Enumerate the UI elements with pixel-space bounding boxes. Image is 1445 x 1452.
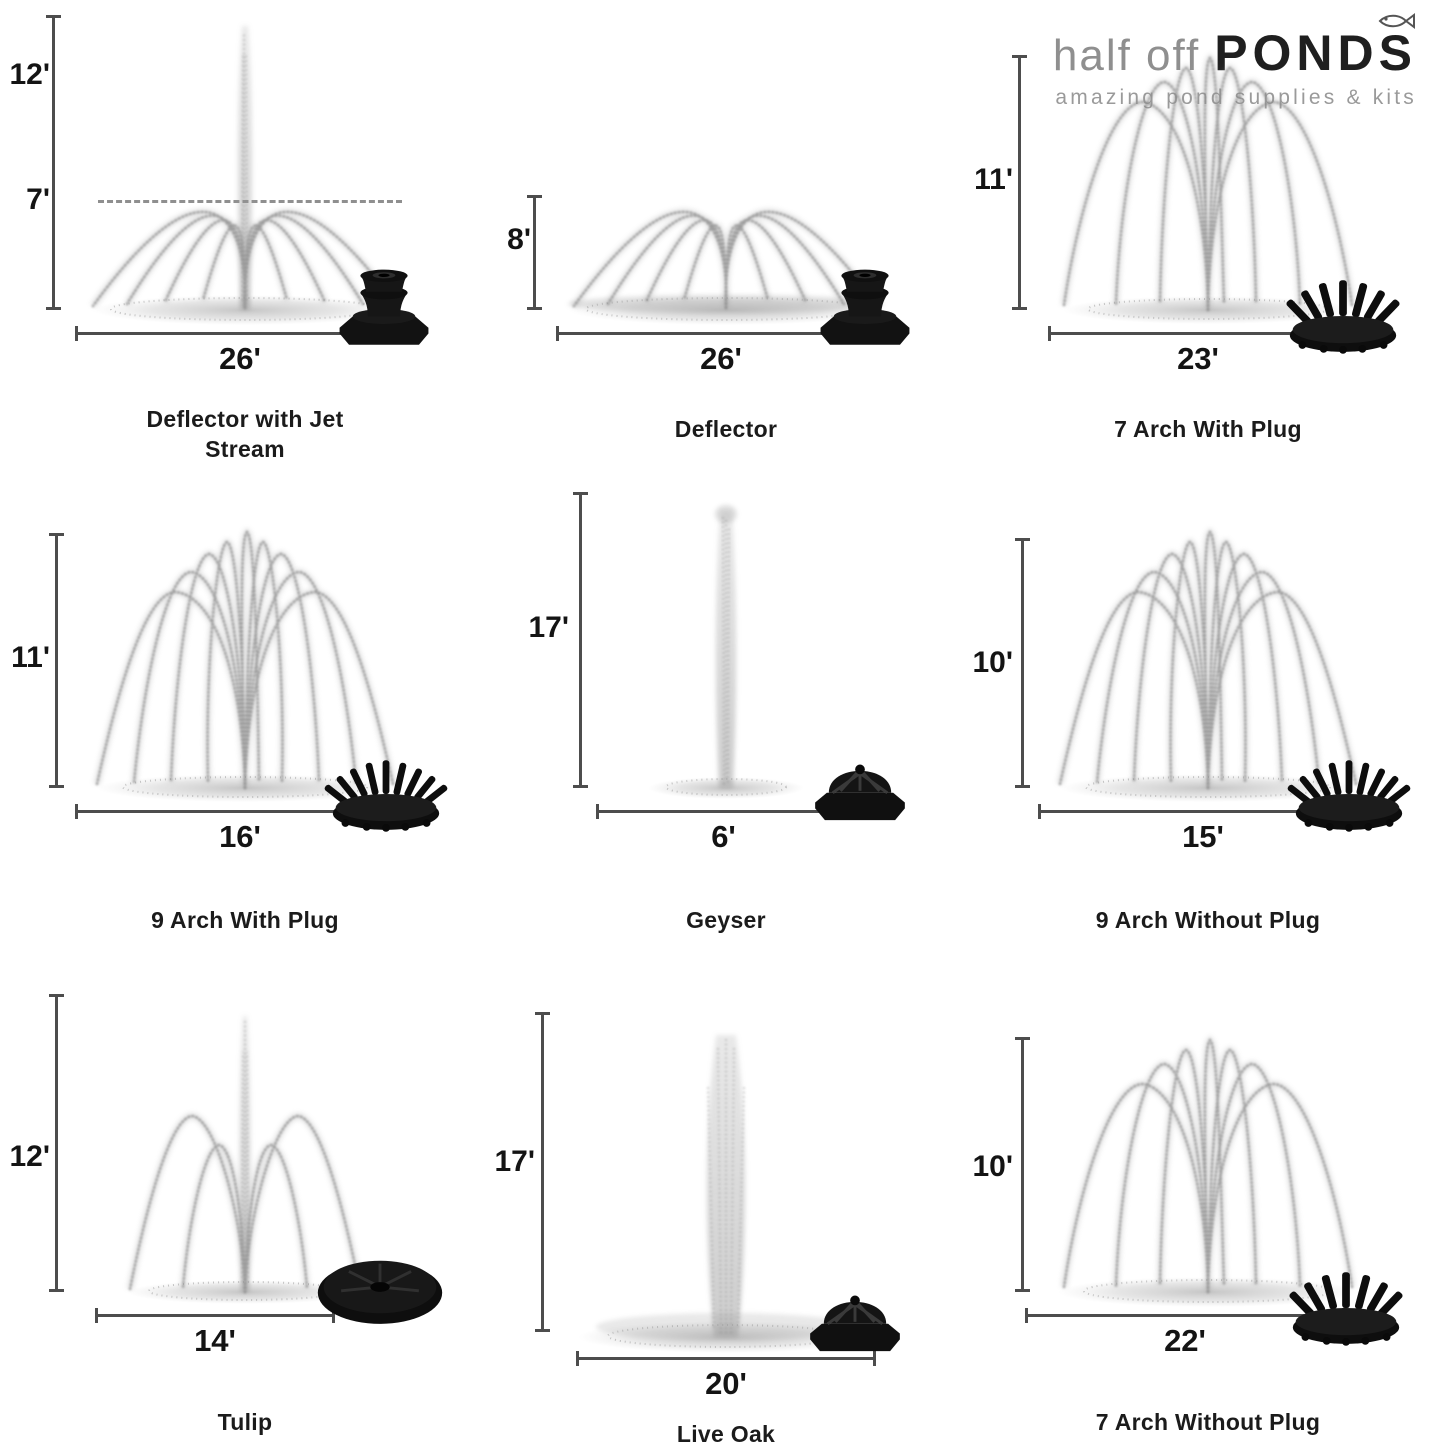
width-label: 15' — [1182, 819, 1224, 854]
width-label: 20' — [705, 1366, 747, 1401]
width-label: 26' — [219, 341, 261, 376]
pattern-name: Deflector with Jet Stream — [146, 406, 344, 462]
nozzle-9-arch-cluster — [1286, 760, 1412, 832]
width-dimension-line: 26' — [75, 326, 405, 376]
pattern-name: Live Oak — [676, 1421, 776, 1447]
width-label: 6' — [711, 819, 736, 854]
width-label: 23' — [1177, 341, 1219, 376]
height-secondary-label: 7' — [26, 183, 50, 216]
height-dimension-line — [573, 492, 588, 788]
height-dimension-line — [49, 994, 64, 1292]
height-label: 11' — [11, 641, 50, 674]
panel-deflector-with-jet-stream: 12' 7' 26' Deflector with Jet Stream — [0, 0, 481, 478]
width-dimension-line: 6' — [596, 804, 851, 854]
height-label: 10' — [972, 646, 1013, 679]
panel-tulip: 12' 14' Tulip — [0, 962, 481, 1452]
brand-name: half off PONDS — [1053, 24, 1417, 82]
panel-7-arch-with-plug: 11' 23' 7 Arch With Plug — [963, 0, 1445, 478]
nozzle-geyser-dome — [813, 763, 907, 822]
pattern-name: Geyser — [686, 907, 766, 933]
height-label: 12' — [9, 1140, 50, 1173]
nozzle-deflector — [820, 269, 910, 345]
panel-9-arch-without-plug: 10' 15' 9 Arch Without Plug — [963, 478, 1445, 962]
spray-9-arch — [75, 488, 415, 802]
height-dimension-line — [46, 15, 61, 310]
pattern-name: 9 Arch Without Plug — [1095, 907, 1321, 933]
height-label: 17' — [528, 611, 569, 644]
height-dimension-line — [527, 195, 542, 310]
height-dimension-line — [1012, 55, 1027, 310]
panel-deflector: 8' 26' Deflector — [481, 0, 963, 478]
spray-geyser — [648, 505, 804, 799]
width-label: 14' — [194, 1323, 236, 1358]
width-label: 26' — [700, 341, 742, 376]
spray-9-arch — [1038, 488, 1378, 802]
width-label: 16' — [219, 819, 261, 854]
nozzle-tulip-disc — [316, 1259, 444, 1326]
height-label: 17' — [494, 1145, 535, 1178]
pattern-name: 7 Arch With Plug — [1114, 416, 1302, 442]
spray-live-oak — [578, 1035, 874, 1353]
pattern-name: 7 Arch Without Plug — [1095, 1409, 1321, 1435]
panel-geyser: 17' 6' Geyser — [481, 478, 963, 962]
height-dimension-line — [535, 1012, 550, 1332]
height-label: 10' — [972, 1150, 1013, 1183]
fish-icon — [1378, 13, 1415, 29]
width-label: 22' — [1164, 1323, 1206, 1358]
pattern-name: 9 Arch With Plug — [151, 907, 339, 933]
nozzle-7-arch-cluster — [1288, 1272, 1404, 1346]
brand-name-bold: PONDS — [1214, 25, 1417, 81]
height-label: 11' — [974, 163, 1013, 196]
pattern-name: Tulip — [217, 1409, 273, 1435]
nozzle-7-arch-cluster — [1285, 280, 1401, 354]
height-dimension-line — [49, 533, 64, 788]
panel-live-oak: 17' 20' Live Oak — [481, 962, 963, 1452]
width-dimension-line: 14' — [95, 1308, 335, 1358]
height-dimension-line — [1015, 1037, 1030, 1292]
panel-7-arch-without-plug: 10' 22' 7 Arch Without Plug — [963, 962, 1445, 1452]
nozzle-deflector — [339, 269, 429, 345]
width-dimension-line: 26' — [556, 326, 886, 376]
height-label: 12' — [9, 58, 50, 91]
width-dimension-line: 23' — [1048, 326, 1348, 376]
width-dimension-line: 20' — [576, 1351, 876, 1401]
brand-name-light: half off — [1052, 31, 1201, 80]
nozzle-9-arch-cluster — [323, 760, 449, 832]
height-label: 8' — [507, 223, 531, 256]
height-dimension-line — [1015, 538, 1030, 788]
panel-9-arch-with-plug: 11' 16' 9 Arch With Plug — [0, 478, 481, 962]
nozzle-live-oak-dome — [808, 1294, 902, 1353]
pattern-name: Deflector — [674, 416, 778, 442]
